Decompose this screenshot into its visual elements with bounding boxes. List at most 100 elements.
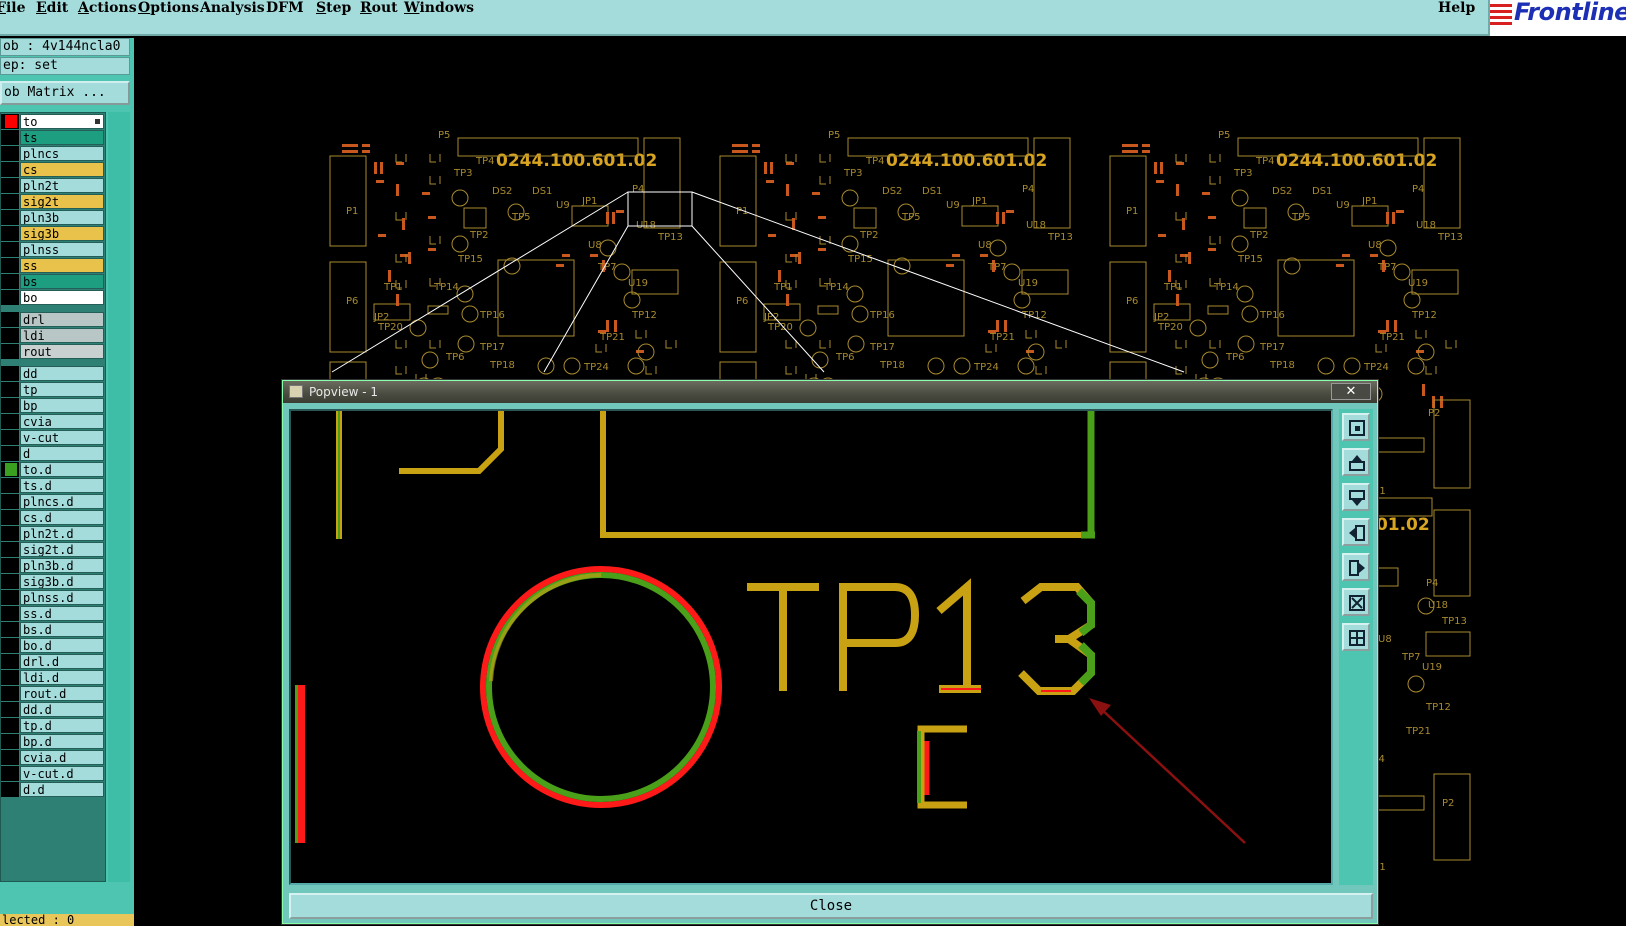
layer-name[interactable]: rout [20,344,104,359]
menu-actions[interactable]: Actions [78,0,137,16]
layer-name[interactable]: bo [20,290,104,305]
menu-help[interactable]: Help [1438,0,1476,16]
layer-color-swatch[interactable] [1,462,19,477]
layer-name[interactable]: tp [20,382,104,397]
layer-color-swatch[interactable] [1,366,19,381]
layer-color-swatch[interactable] [1,274,19,289]
layer-color-swatch[interactable] [1,750,19,765]
layer-name[interactable]: sig2t [20,194,104,209]
layer-name[interactable]: plnss.d [20,590,104,605]
layer-name[interactable]: ts.d [20,478,104,493]
layer-color-swatch[interactable] [1,114,19,129]
layer-color-swatch[interactable] [1,782,19,797]
layer-color-swatch[interactable] [1,526,19,541]
layer-color-swatch[interactable] [1,446,19,461]
layer-color-swatch[interactable] [1,146,19,161]
layer-row-drl[interactable]: drl [1,312,105,327]
layer-row-ts-d[interactable]: ts.d [1,478,105,493]
layer-name[interactable]: plnss [20,242,104,257]
layer-row-d[interactable]: d [1,446,105,461]
layer-row-cvia[interactable]: cvia [1,414,105,429]
layer-color-swatch[interactable] [1,734,19,749]
layer-color-swatch[interactable] [1,558,19,573]
layer-name[interactable]: tp.d [20,718,104,733]
menu-windows[interactable]: Windows [404,0,475,16]
layer-row-ts[interactable]: ts [1,130,105,145]
layer-row-to-d[interactable]: to.d [1,462,105,477]
layer-color-swatch[interactable] [1,258,19,273]
layer-name[interactable]: plncs.d [20,494,104,509]
layer-name[interactable]: ss.d [20,606,104,621]
layer-color-swatch[interactable] [1,654,19,669]
layer-name[interactable]: ldi.d [20,670,104,685]
layer-name[interactable]: sig2t.d [20,542,104,557]
layer-name[interactable]: d.d [20,782,104,797]
layer-name[interactable]: bs.d [20,622,104,637]
layer-row-bs-d[interactable]: bs.d [1,622,105,637]
layer-row-v-cut[interactable]: v-cut [1,430,105,445]
layer-name[interactable]: ss [20,258,104,273]
layer-color-swatch[interactable] [1,510,19,525]
layer-name[interactable]: bs [20,274,104,289]
layer-color-swatch[interactable] [1,606,19,621]
layer-row-plnss[interactable]: plnss [1,242,105,257]
layer-row-dd[interactable]: dd [1,366,105,381]
layer-row-sig3b-d[interactable]: sig3b.d [1,574,105,589]
layer-name[interactable]: to.d [20,462,104,477]
layer-row-cvia-d[interactable]: cvia.d [1,750,105,765]
layer-row-cs-d[interactable]: cs.d [1,510,105,525]
menu-step[interactable]: Step [316,0,352,16]
layer-row-bo-d[interactable]: bo.d [1,638,105,653]
layer-color-swatch[interactable] [1,430,19,445]
pan-down-button[interactable] [1342,483,1370,511]
menu-file[interactable]: File [0,0,26,16]
zoomed-view[interactable] [291,411,1331,883]
layer-color-swatch[interactable] [1,344,19,359]
layer-name[interactable]: v-cut.d [20,766,104,781]
layer-row-sig3b[interactable]: sig3b [1,226,105,241]
layer-row-tp-d[interactable]: tp.d [1,718,105,733]
layer-color-swatch[interactable] [1,702,19,717]
layer-color-swatch[interactable] [1,414,19,429]
layer-row-ldi-d[interactable]: ldi.d [1,670,105,685]
layer-color-swatch[interactable] [1,312,19,327]
layer-name[interactable]: cvia [20,414,104,429]
pan-right-button[interactable] [1342,553,1370,581]
layer-color-swatch[interactable] [1,670,19,685]
layer-row-v-cut-d[interactable]: v-cut.d [1,766,105,781]
layer-color-swatch[interactable] [1,574,19,589]
layer-name[interactable]: cs [20,162,104,177]
layer-color-swatch[interactable] [1,478,19,493]
layer-row-plncs-d[interactable]: plncs.d [1,494,105,509]
layer-name[interactable]: cs.d [20,510,104,525]
layer-row-ss-d[interactable]: ss.d [1,606,105,621]
layer-name[interactable]: ldi [20,328,104,343]
layer-name[interactable]: drl.d [20,654,104,669]
layer-color-swatch[interactable] [1,242,19,257]
layer-name[interactable]: pln2t [20,178,104,193]
job-matrix-button[interactable]: ob Matrix ... [0,81,130,105]
layer-color-swatch[interactable] [1,766,19,781]
zoom-fit-button[interactable] [1342,413,1370,441]
layer-color-swatch[interactable] [1,328,19,343]
layer-row-to[interactable]: to [1,114,105,129]
layer-color-swatch[interactable] [1,590,19,605]
layer-name[interactable]: sig3b.d [20,574,104,589]
layer-color-swatch[interactable] [1,194,19,209]
layer-color-swatch[interactable] [1,226,19,241]
layer-row-pln2t-d[interactable]: pln2t.d [1,526,105,541]
menu-dfm[interactable]: DFM [266,0,304,16]
layer-list-scrollbar[interactable] [108,112,130,882]
layer-row-cs[interactable]: cs [1,162,105,177]
layer-row-bp[interactable]: bp [1,398,105,413]
layer-name[interactable]: dd.d [20,702,104,717]
layer-color-swatch[interactable] [1,210,19,225]
layer-name[interactable]: sig3b [20,226,104,241]
menu-edit[interactable]: Edit [36,0,69,16]
layer-row-pln3b[interactable]: pln3b [1,210,105,225]
popview-titlebar[interactable]: Popview - 1 ✕ [283,381,1377,403]
layer-row-bp-d[interactable]: bp.d [1,734,105,749]
layer-name[interactable]: drl [20,312,104,327]
layer-row-plnss-d[interactable]: plnss.d [1,590,105,605]
